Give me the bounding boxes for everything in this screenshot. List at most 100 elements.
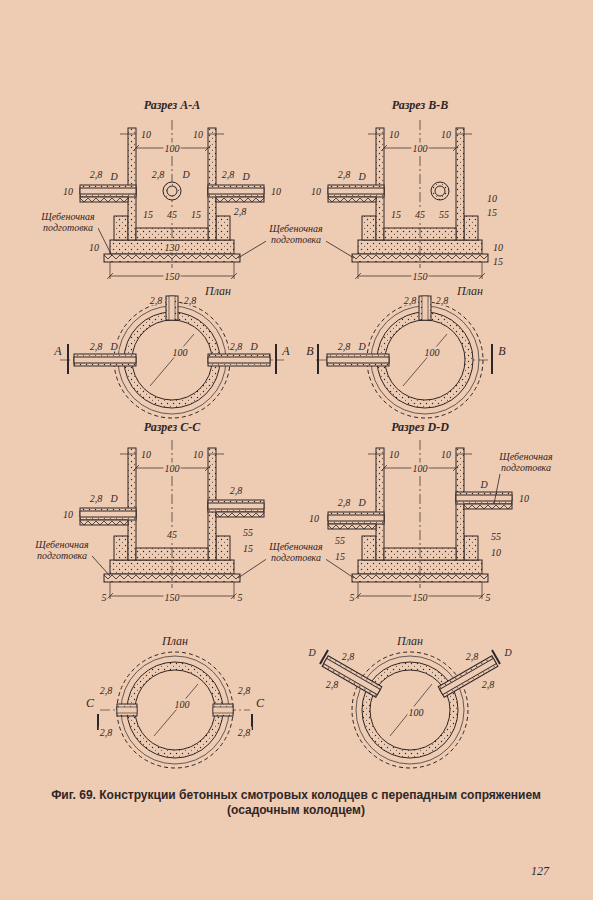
- dimension-label: План: [204, 285, 232, 298]
- dimension-label: 100: [164, 463, 181, 474]
- dimension-label: 15: [190, 209, 202, 220]
- dimension-label: 150: [412, 271, 429, 282]
- drawing-line: [238, 240, 268, 258]
- dimension-label: В: [497, 345, 506, 358]
- plan-c: [98, 652, 252, 768]
- dimension-label: С: [255, 697, 265, 710]
- dimension-label: 2,8: [481, 679, 496, 690]
- drawing-use: [352, 652, 468, 768]
- drawing-use: [208, 500, 264, 517]
- dimension-label: 2,8: [233, 206, 248, 217]
- dimension-label: 45: [166, 209, 178, 220]
- dimension-label: 100: [174, 699, 191, 710]
- section-title: Разрез В-В: [391, 99, 449, 112]
- drawing-rect: [213, 707, 233, 713]
- dimension-label: 5: [237, 592, 244, 603]
- dimension-label: 10: [192, 129, 204, 140]
- drawing-use: [322, 656, 382, 697]
- dimension-label: 2,8: [337, 497, 352, 508]
- dimension-label: 2,8: [435, 295, 450, 306]
- dimension-label: С: [85, 697, 95, 710]
- dimension-label: 45: [414, 209, 426, 220]
- drawing-use: [438, 656, 498, 697]
- dimension-label: 15: [334, 551, 346, 562]
- dimension-label: 2,8: [99, 727, 114, 738]
- drawing-use: [327, 354, 389, 366]
- dimension-label: D: [241, 171, 250, 182]
- dimension-label: D: [357, 497, 366, 508]
- dimension-label: 2,8: [237, 727, 252, 738]
- section-title: Разрез С-С: [143, 421, 201, 434]
- plan-d: [320, 650, 500, 768]
- drawing-line: [320, 650, 328, 664]
- material-note: Щебеночная подготовка: [496, 451, 556, 473]
- dimension-label: 55: [334, 535, 346, 546]
- dimension-label: D: [109, 493, 118, 504]
- dimension-label: 10: [388, 129, 400, 140]
- drawing-circle: [167, 186, 177, 196]
- drawing-use: [117, 652, 233, 768]
- dimension-label: 127: [530, 865, 550, 878]
- dimension-label: D: [249, 341, 258, 352]
- drawing-rect: [169, 296, 175, 320]
- drawing-line: [98, 228, 112, 256]
- drawing-line: [275, 344, 277, 374]
- drawing-line: [251, 714, 253, 730]
- dimension-label: 2,8: [465, 651, 480, 662]
- figure-caption: Фиг. 69. Конструкции бетонных смотровых …: [46, 788, 546, 818]
- dimension-label: 10: [270, 186, 282, 197]
- dimension-label: 100: [164, 143, 181, 154]
- dimension-label: 2,8: [325, 679, 340, 690]
- material-note: Щебеночная подготовка: [32, 539, 92, 561]
- dimension-label: 5: [101, 592, 108, 603]
- drawing-rect: [213, 704, 233, 716]
- drawing-circle: [431, 182, 449, 200]
- section-b: [324, 120, 488, 279]
- dimension-label: 10: [192, 449, 204, 460]
- dimension-label: 130: [164, 242, 181, 253]
- drawing-line: [238, 558, 268, 578]
- dimension-label: 55: [242, 527, 254, 538]
- drawing-line: [317, 344, 319, 374]
- dimension-label: 2,8: [229, 485, 244, 496]
- drawing-rect: [419, 296, 431, 320]
- dimension-label: 10: [308, 513, 320, 524]
- dimension-label: 2,8: [229, 341, 244, 352]
- dimension-label: D: [109, 171, 118, 182]
- dimension-label: 45: [166, 529, 178, 540]
- section-a: [80, 120, 268, 279]
- dimension-label: 150: [164, 271, 181, 282]
- drawing-use: [208, 185, 264, 202]
- dimension-label: 15: [492, 256, 504, 267]
- dimension-label: А: [53, 345, 62, 358]
- dimension-label: А: [281, 345, 290, 358]
- dimension-label: 100: [412, 143, 429, 154]
- dimension-label: 10: [490, 547, 502, 558]
- section-c: [80, 440, 268, 599]
- section-d: [324, 440, 512, 599]
- drawing-line: [390, 684, 432, 736]
- dimension-label: 55: [438, 209, 450, 220]
- dimension-label: D: [181, 169, 190, 180]
- dimension-label: План: [161, 635, 189, 648]
- dimension-label: 10: [518, 493, 530, 504]
- dimension-label: 10: [88, 242, 100, 253]
- dimension-label: 5: [485, 592, 492, 603]
- dimension-label: 10: [62, 186, 74, 197]
- drawing-use: [80, 185, 136, 202]
- dimension-label: План: [396, 635, 424, 648]
- drawing-use: [208, 354, 270, 366]
- dimension-label: План: [456, 285, 484, 298]
- dimension-label: 2,8: [403, 295, 418, 306]
- dimension-label: 2,8: [337, 341, 352, 352]
- dimension-label: 2,8: [237, 685, 252, 696]
- drawing-line: [491, 344, 493, 374]
- drawing-line: [324, 240, 354, 258]
- dimension-label: 10: [492, 242, 504, 253]
- drawing-use: [456, 492, 512, 509]
- dimension-label: 55: [490, 531, 502, 542]
- drawing-circle: [435, 186, 445, 196]
- drawing-use: [74, 354, 136, 366]
- dimension-label: 5: [349, 592, 356, 603]
